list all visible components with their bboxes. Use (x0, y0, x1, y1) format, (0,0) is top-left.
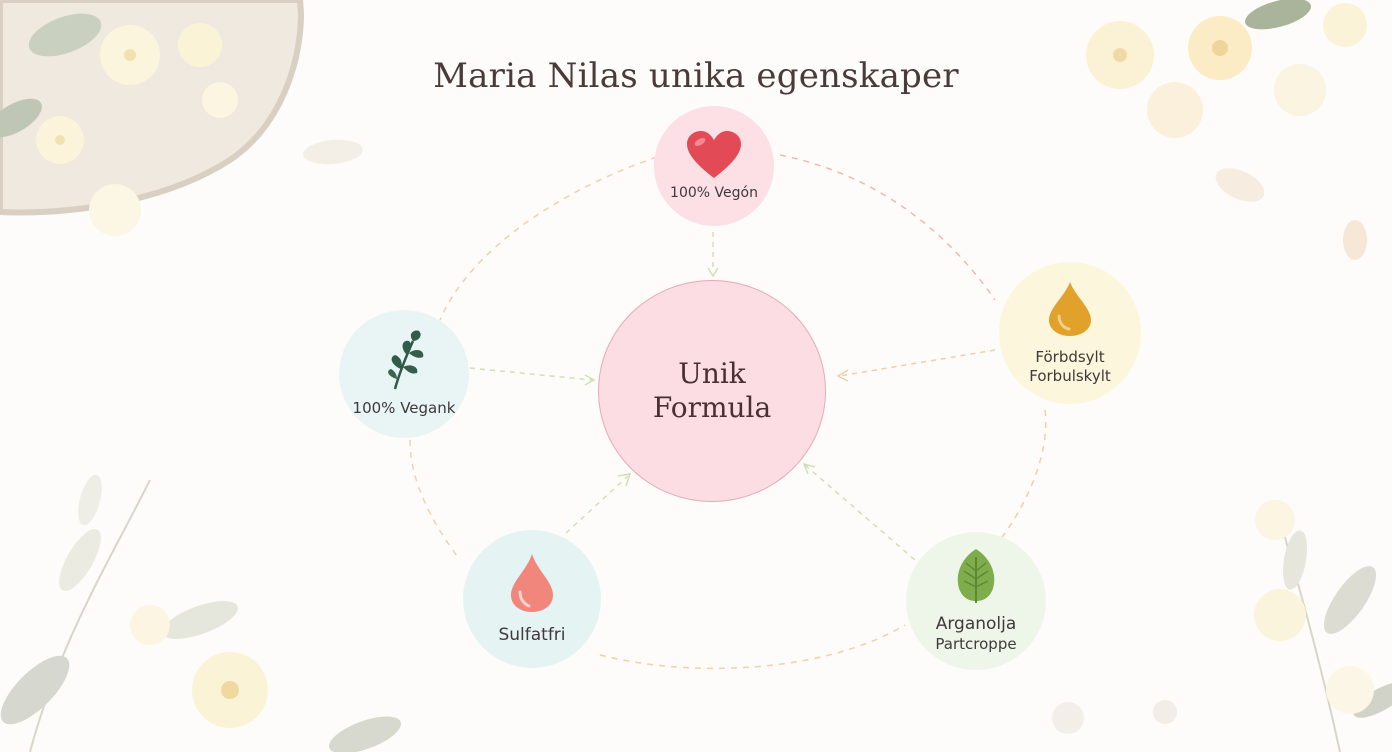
center-node: Unik Formula (598, 280, 826, 502)
decor-top-right (303, 0, 1367, 260)
diagram-title: Maria Nilas unika egenskaper (433, 56, 959, 96)
water-drop-icon (507, 552, 557, 614)
center-label-line2: Formula (652, 391, 772, 424)
node-left-label: 100% Vegank (352, 399, 456, 418)
outer-ring (409, 154, 1047, 670)
node-right-label-line2: Forbulskylt (1029, 367, 1111, 385)
decor-bottom-right (1052, 500, 1392, 752)
node-right: Förbdsylt Forbulskylt (999, 262, 1141, 404)
connector-top (707, 232, 719, 278)
node-top-label: 100% Vegón (670, 184, 758, 201)
leaf-branch-icon (377, 329, 431, 391)
center-label-line1: Unik (678, 357, 746, 391)
connector-right (836, 349, 996, 382)
oil-drop-icon (1045, 280, 1095, 338)
node-left: 100% Vegank (339, 310, 469, 438)
leaf-icon (952, 547, 1000, 605)
node-top: 100% Vegón (654, 106, 774, 226)
node-bottom-right: Arganolja Partcroppe (906, 532, 1046, 670)
node-bottom-right-label-line2: Partcroppe (935, 635, 1017, 654)
decor-top-left (0, 0, 304, 236)
node-right-label-line1: Förbdsylt (1035, 347, 1105, 366)
node-bottom-left: Sulfatfri (463, 530, 601, 668)
connector-left (469, 367, 596, 386)
node-bottom-left-label: Sulfatfri (498, 624, 566, 645)
connector-bottom-right (802, 462, 916, 561)
connector-bottom-left (565, 473, 632, 534)
heart-icon (685, 130, 743, 180)
node-bottom-right-label-line1: Arganolja (935, 614, 1017, 635)
decor-bottom-left (0, 474, 402, 752)
